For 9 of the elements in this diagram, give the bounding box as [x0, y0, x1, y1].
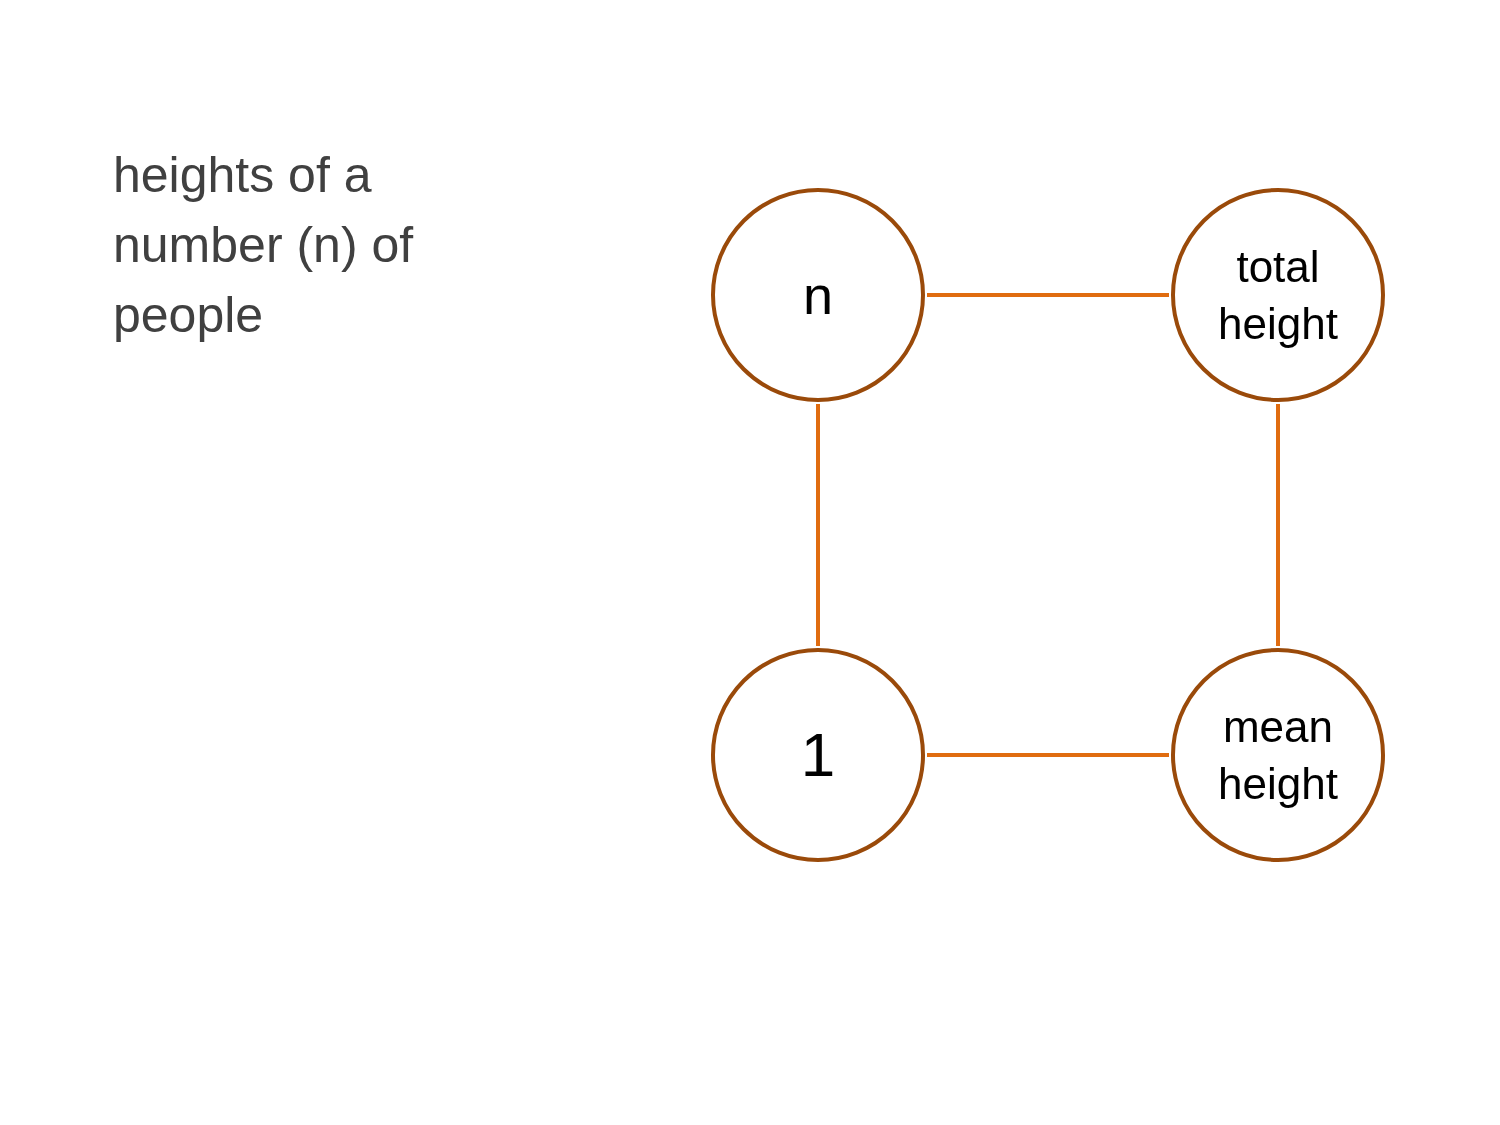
node-label: 1 [799, 718, 837, 791]
connector-line [927, 753, 1169, 757]
connector-line [927, 293, 1169, 297]
node-label: mean height [1217, 700, 1339, 810]
node-label: n [801, 263, 834, 327]
connector-line [1276, 404, 1280, 646]
title: heights of a number (n) of people [113, 146, 415, 345]
connector-line [816, 404, 820, 646]
node-label: total height [1217, 240, 1339, 350]
